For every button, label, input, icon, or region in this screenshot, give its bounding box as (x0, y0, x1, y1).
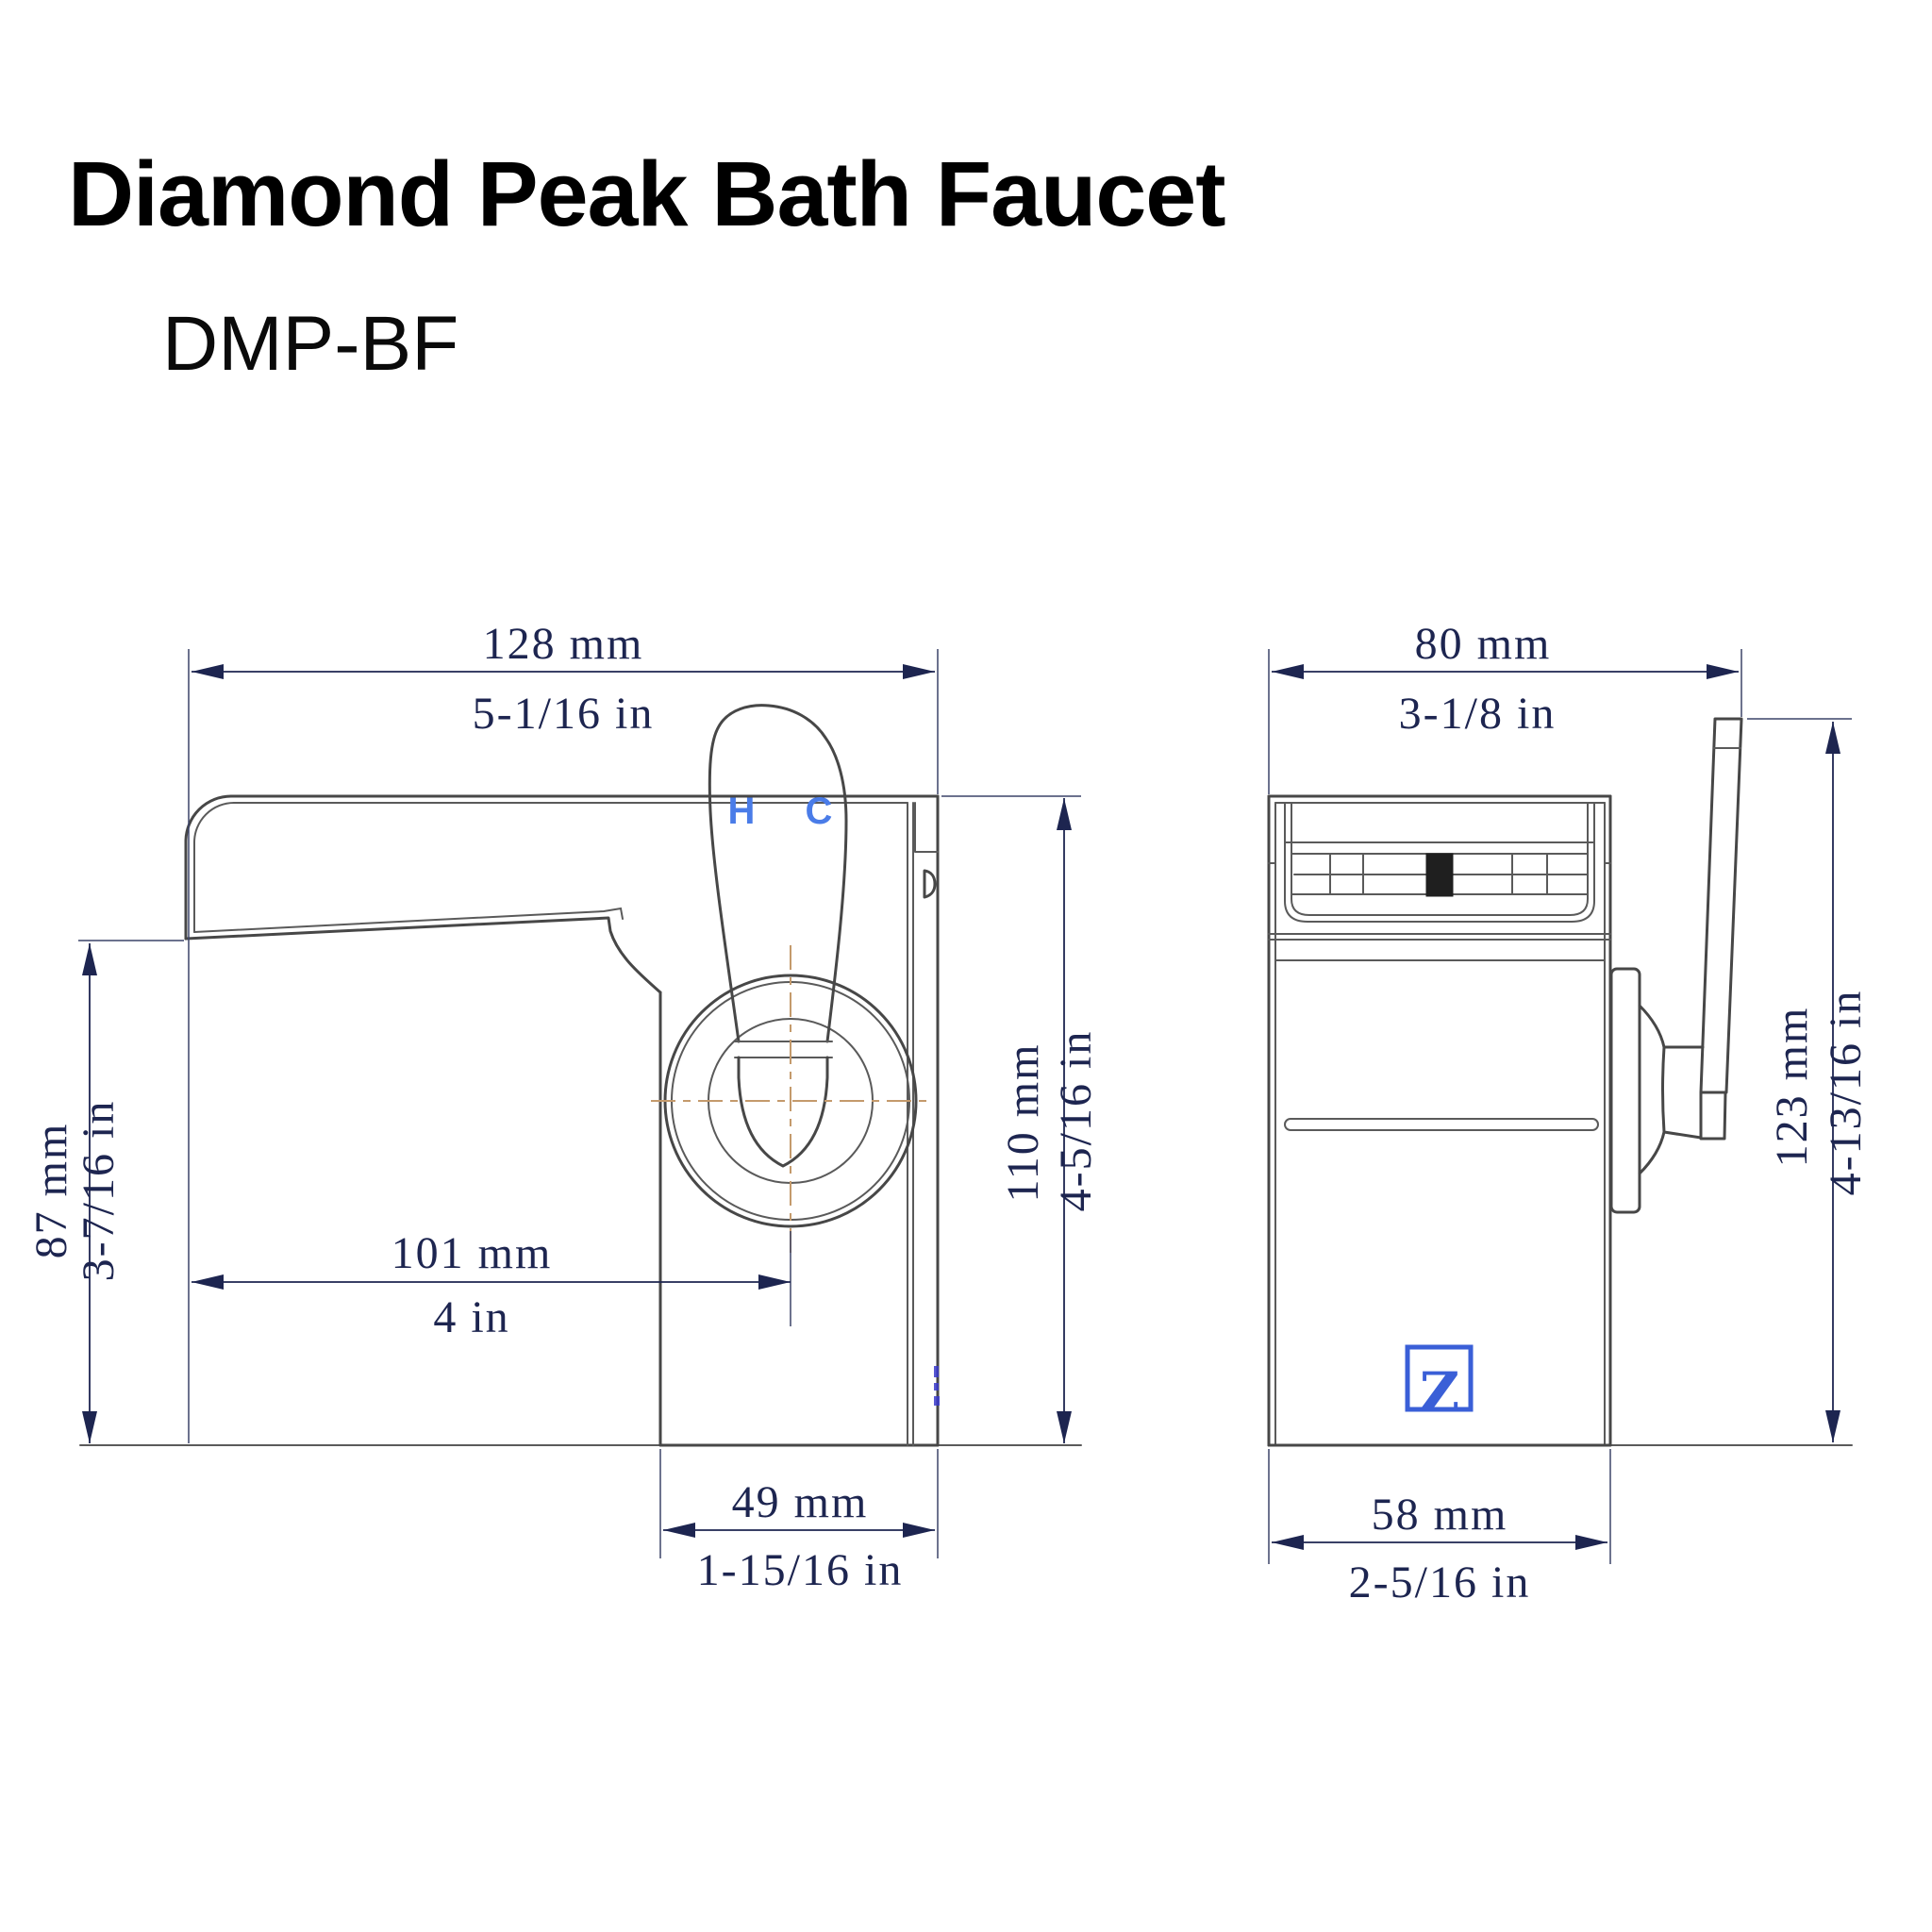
front-handle: H C (708, 704, 848, 1168)
set-screw-slot (923, 869, 937, 899)
dim-overall-width: 128 mm 5-1/16 in (188, 619, 939, 1443)
dim-spout-reach-in: 4 in (433, 1292, 509, 1342)
dim-base-depth-in: 2-5/16 in (1349, 1557, 1531, 1607)
dim-base-depth: 58 mm 2-5/16 in (1268, 1449, 1611, 1607)
zline-logo-icon: Z (1405, 1344, 1474, 1424)
dim-base-width: 49 mm 1-15/16 in (659, 1449, 939, 1595)
page-title: Diamond Peak Bath Faucet (68, 142, 1226, 245)
dim-spout-height-in: 3-7/16 in (74, 1100, 124, 1282)
threaded-stud (1425, 853, 1454, 897)
dim-overall-width-in: 5-1/16 in (473, 689, 655, 739)
centerlines (651, 945, 934, 1255)
handle-lever-cuff (1699, 1091, 1727, 1141)
spout-step (914, 802, 939, 853)
front-faucet-outline (184, 794, 940, 1447)
dim-spout-height-mm: 87 mm (26, 1123, 76, 1259)
dim-handle-height-mm: 123 mm (1767, 1007, 1817, 1168)
dim-overall-height-in: 4-5/16 in (1051, 1030, 1101, 1212)
side-handle (1609, 717, 1743, 1214)
dim-spout-reach: 101 mm 4 in (192, 1228, 791, 1342)
handle-cone (1638, 1004, 1705, 1175)
dim-overall-depth-mm: 80 mm (1415, 619, 1552, 669)
dim-spout-reach-mm: 101 mm (391, 1228, 553, 1278)
dim-base-width-mm: 49 mm (732, 1477, 869, 1527)
hot-label: H (728, 791, 756, 832)
body-slot (1284, 1118, 1599, 1131)
dim-overall-width-mm: 128 mm (483, 619, 644, 669)
aerator-internals (1293, 853, 1589, 897)
dim-overall-depth: 80 mm 3-1/8 in (1268, 619, 1742, 794)
handle-mount-plate (1609, 967, 1641, 1214)
dim-overall-depth-in: 3-1/8 in (1399, 689, 1557, 739)
model-number: DMP-BF (162, 301, 459, 387)
dim-overall-height: 110 mm 4-5/16 in (941, 795, 1101, 1443)
dim-spout-height: 87 mm 3-7/16 in (26, 940, 184, 1443)
zline-logo-letter: Z (1420, 1360, 1459, 1424)
dim-handle-height-in: 4-13/16 in (1821, 990, 1871, 1196)
side-view: Z 80 mm 3-1/8 in 123 mm 4-13/16 in (1267, 619, 1871, 1607)
handle-lever (1699, 717, 1743, 1094)
front-view: H C 128 mm 5-1/16 in (26, 619, 1101, 1595)
cold-label: C (806, 791, 833, 832)
dim-base-width-in: 1-15/16 in (697, 1545, 904, 1595)
dim-overall-height-mm: 110 mm (998, 1043, 1048, 1203)
dim-handle-height: 123 mm 4-13/16 in (1747, 718, 1871, 1442)
micro-watermark (934, 1366, 940, 1406)
dim-base-depth-mm: 58 mm (1372, 1490, 1508, 1540)
